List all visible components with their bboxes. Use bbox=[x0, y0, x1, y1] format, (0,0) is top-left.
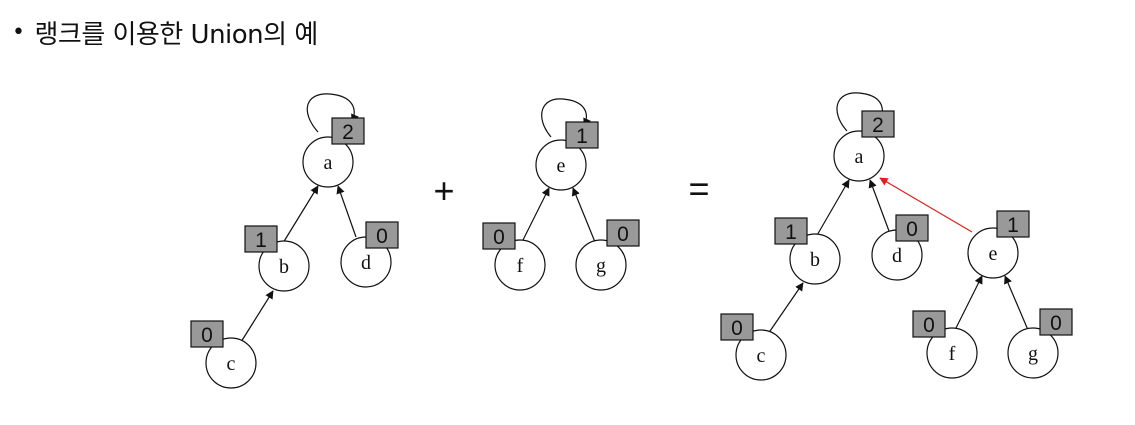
rank-label: 0 bbox=[376, 225, 388, 248]
rank-label: 0 bbox=[923, 314, 935, 337]
node-label: d bbox=[892, 245, 902, 267]
rank-label: 1 bbox=[1007, 214, 1019, 237]
node-label: g bbox=[1028, 343, 1038, 365]
edge-c-b bbox=[240, 290, 274, 343]
tree-left: a 2 b 1 c 0 d 0 bbox=[190, 93, 399, 389]
edge-g-e bbox=[571, 187, 596, 243]
node-e: e 1 bbox=[535, 121, 599, 191]
rank-label: 1 bbox=[255, 229, 267, 252]
rank-label: 0 bbox=[731, 317, 743, 340]
tree-middle: e 1 f 0 g 0 bbox=[482, 98, 640, 291]
node-f: f 0 bbox=[912, 310, 978, 379]
rank-box bbox=[365, 221, 399, 249]
node-c: c 0 bbox=[190, 320, 257, 389]
node-label: a bbox=[324, 152, 333, 174]
rank-box bbox=[244, 225, 278, 253]
rank-label: 0 bbox=[1050, 312, 1062, 335]
node-a: a 2 bbox=[302, 117, 365, 188]
edge-b-a bbox=[282, 185, 319, 244]
node-b: b 1 bbox=[774, 217, 841, 285]
node-b: b 1 bbox=[244, 225, 310, 292]
node-g: g 0 bbox=[575, 219, 640, 291]
edge-d-a bbox=[868, 179, 890, 232]
rank-label: 2 bbox=[872, 114, 884, 137]
node-f: f 0 bbox=[482, 222, 546, 291]
page-title: • 랭크를 이용한 Union의 예 bbox=[12, 14, 318, 51]
node-a: a 2 bbox=[833, 110, 895, 182]
edge-d-a bbox=[336, 185, 357, 238]
page-title-text: 랭크를 이용한 Union의 예 bbox=[34, 20, 318, 50]
rank-box bbox=[912, 310, 946, 338]
self-loop-a bbox=[306, 93, 359, 133]
rank-label: 1 bbox=[576, 125, 588, 148]
rank-label: 1 bbox=[785, 221, 797, 244]
node-label: a bbox=[855, 146, 864, 168]
rank-box bbox=[861, 110, 895, 138]
node-label: b bbox=[810, 249, 820, 271]
edge-b-a bbox=[815, 179, 850, 238]
rank-box bbox=[331, 117, 365, 145]
node-label: g bbox=[596, 255, 606, 277]
edge-c-b bbox=[767, 282, 804, 335]
node-label: f bbox=[517, 255, 524, 277]
union-edge-e-a bbox=[879, 177, 973, 233]
rank-box bbox=[895, 214, 929, 242]
node-d: d 0 bbox=[340, 221, 399, 288]
edge-g-e bbox=[1004, 275, 1029, 331]
bullet: • bbox=[12, 20, 25, 45]
rank-box bbox=[1039, 308, 1073, 336]
self-loop-a bbox=[836, 92, 887, 132]
node-g: g 0 bbox=[1007, 308, 1073, 379]
rank-box bbox=[996, 210, 1030, 238]
rank-box bbox=[565, 121, 599, 149]
node-label: c bbox=[757, 345, 766, 367]
rank-box bbox=[190, 320, 224, 348]
node-label: b bbox=[279, 256, 289, 278]
node-e: e 1 bbox=[967, 210, 1030, 279]
rank-box bbox=[774, 217, 808, 245]
edge-f-e bbox=[954, 275, 983, 331]
node-c: c 0 bbox=[720, 313, 787, 381]
equals-operator: = bbox=[688, 168, 709, 209]
rank-label: 0 bbox=[617, 223, 629, 246]
node-label: f bbox=[949, 343, 956, 365]
rank-label: 0 bbox=[906, 218, 918, 241]
node-label: d bbox=[361, 252, 371, 274]
rank-box bbox=[720, 313, 754, 341]
rank-label: 0 bbox=[493, 226, 505, 249]
plus-operator: + bbox=[433, 170, 454, 211]
node-label: e bbox=[989, 243, 998, 265]
tree-result: a 2 b 1 c 0 d 0 e 1 bbox=[720, 92, 1073, 381]
edge-f-e bbox=[521, 187, 550, 243]
rank-box bbox=[482, 222, 516, 250]
rank-label: 2 bbox=[342, 121, 354, 144]
self-loop-e bbox=[541, 98, 591, 138]
node-label: c bbox=[227, 353, 236, 375]
rank-label: 0 bbox=[201, 324, 213, 347]
node-label: e bbox=[557, 155, 566, 177]
node-d: d 0 bbox=[871, 214, 929, 281]
rank-box bbox=[606, 219, 640, 247]
